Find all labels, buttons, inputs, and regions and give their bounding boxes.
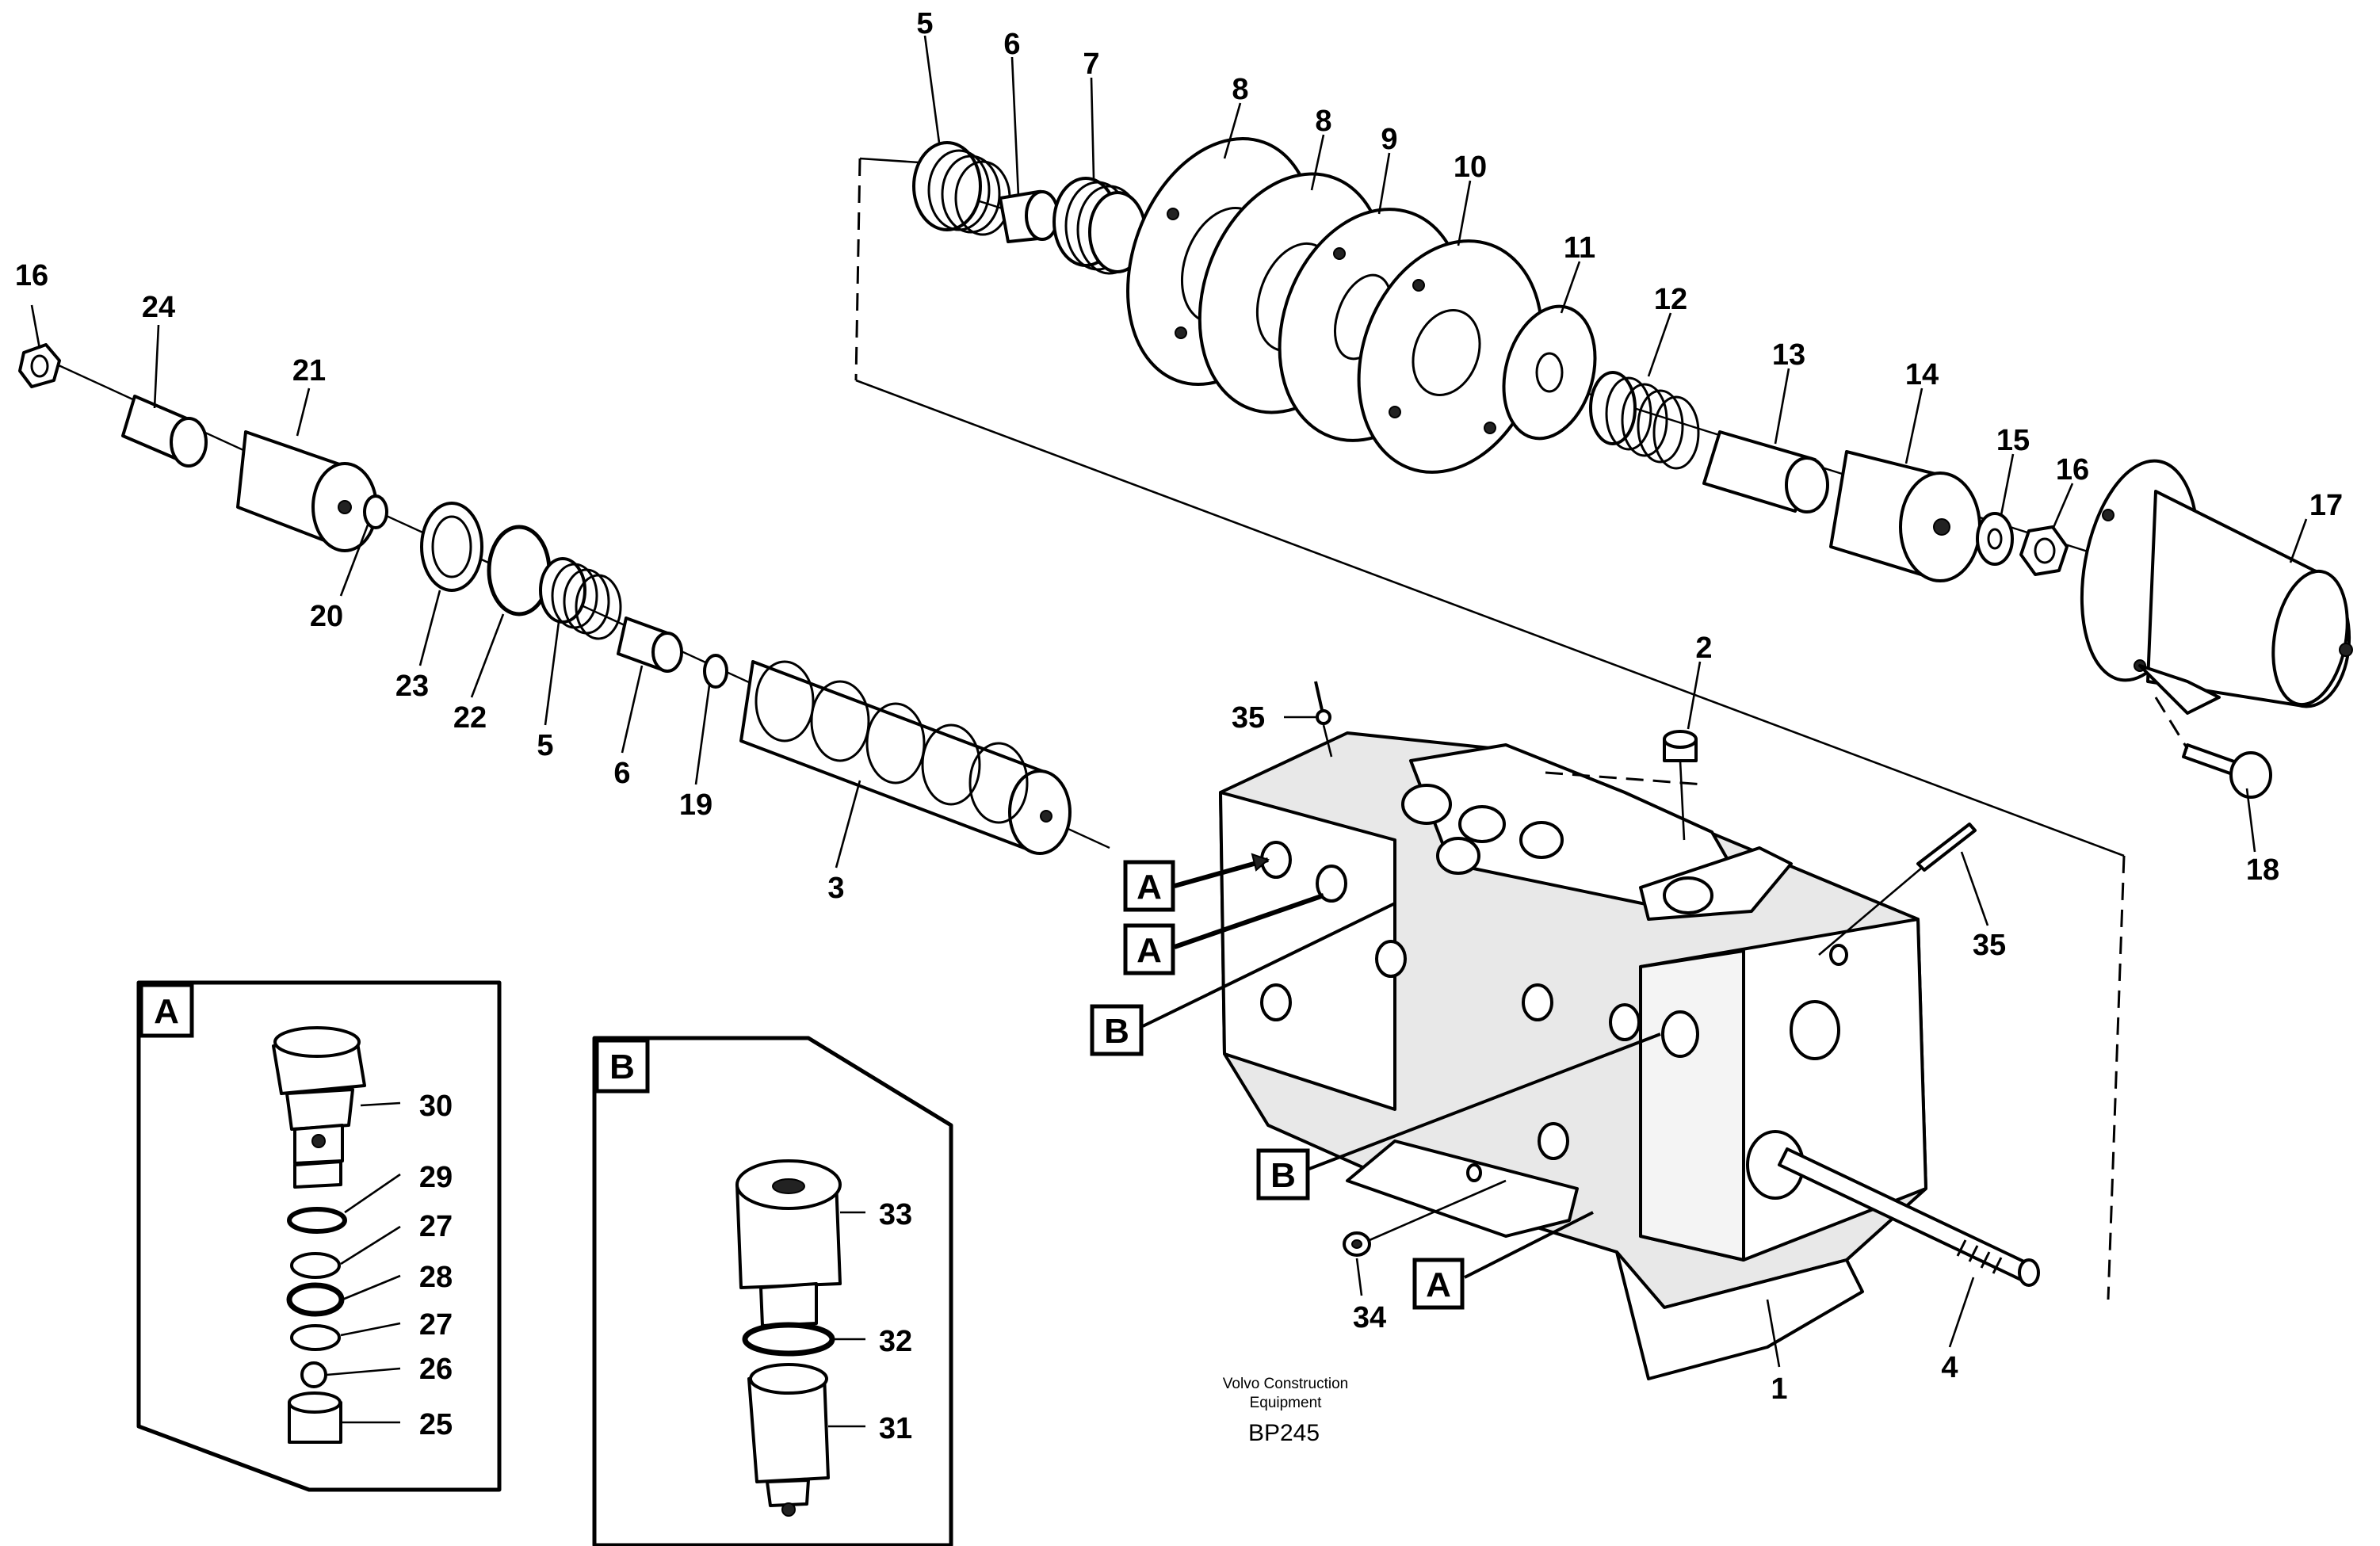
callout-27b: 27	[419, 1308, 453, 1342]
publisher-label: Volvo Construction	[1223, 1376, 1348, 1392]
callout-20: 20	[310, 600, 343, 633]
callout-10: 10	[1454, 151, 1487, 184]
cap-14	[1829, 450, 1981, 582]
callout-9: 9	[1381, 123, 1397, 156]
port-tag-b1: B	[1090, 902, 1396, 1056]
washer-15	[1976, 512, 2014, 566]
callout-3: 3	[827, 872, 844, 905]
spool-3	[739, 660, 1072, 855]
rod-4	[1778, 1147, 2040, 1287]
washer-20	[363, 494, 388, 529]
callout-32: 32	[879, 1325, 912, 1358]
callout-5-lower: 5	[537, 729, 553, 762]
spring-5-lower	[539, 557, 622, 640]
valve-housing	[1219, 731, 1927, 1380]
callout-17: 17	[2309, 489, 2343, 522]
callout-4: 4	[1941, 1351, 1958, 1384]
callout-13: 13	[1772, 338, 1805, 372]
callout-2: 2	[1695, 632, 1712, 665]
svg-text:A: A	[1426, 1265, 1451, 1304]
callout-23: 23	[395, 670, 429, 703]
callout-28: 28	[419, 1261, 453, 1294]
callout-30: 30	[419, 1090, 453, 1123]
callout-16-upper: 16	[2056, 453, 2089, 487]
ring-23	[420, 502, 483, 592]
svg-text:A: A	[1137, 931, 1162, 970]
pin-35-right	[1818, 823, 1977, 956]
callout-35-left: 35	[1232, 701, 1265, 735]
callout-8a: 8	[1232, 73, 1248, 106]
spring-12	[1589, 371, 1700, 470]
callout-16-left: 16	[15, 259, 48, 292]
callout-5-upper: 5	[916, 7, 933, 40]
detail-a-panel: A	[136, 980, 502, 1492]
svg-text:B: B	[609, 1048, 635, 1086]
plug-2	[1663, 730, 1698, 841]
washer-11	[1502, 304, 1597, 441]
svg-text:A: A	[154, 992, 179, 1031]
bolt-18	[2154, 697, 2272, 799]
callout-18: 18	[2246, 853, 2279, 887]
svg-text:B: B	[1104, 1012, 1129, 1051]
assembly-boundary-lines	[854, 157, 2126, 1300]
publisher-label-line2: Equipment	[1250, 1395, 1323, 1411]
figure-caption: Volvo Construction Equipment BP245	[1223, 1376, 1348, 1446]
callout-19: 19	[679, 788, 712, 822]
sleeve-24	[121, 395, 208, 468]
spring-5-upper	[912, 141, 1011, 236]
callout-numbers: 5 6 7 8 8 9 10 11 12 13 14 15 16 17 18 1…	[15, 7, 2343, 1445]
nut-16-left	[18, 343, 61, 388]
callout-35-right: 35	[1973, 929, 2006, 962]
sleeve-6-lower	[617, 616, 683, 673]
callout-14: 14	[1905, 358, 1939, 391]
callout-22: 22	[453, 701, 487, 735]
cover-17	[2080, 459, 2353, 715]
callout-25: 25	[419, 1408, 453, 1441]
callout-7: 7	[1083, 48, 1099, 81]
callout-1: 1	[1771, 1372, 1787, 1406]
callout-15: 15	[1996, 424, 2030, 457]
washer-19	[703, 654, 728, 689]
svg-text:B: B	[1270, 1156, 1296, 1195]
callout-leaders	[30, 35, 2308, 1368]
port-tag-a1: A	[1123, 853, 1270, 912]
callout-29: 29	[419, 1161, 453, 1194]
detail-b-panel: B	[592, 1036, 953, 1546]
callout-34: 34	[1353, 1301, 1386, 1334]
nut-16-upper	[2019, 525, 2069, 576]
callout-27a: 27	[419, 1210, 453, 1243]
callout-31: 31	[879, 1412, 912, 1445]
sleeve-6-upper	[999, 189, 1060, 243]
callout-24: 24	[142, 291, 175, 324]
port-tag-a3: A	[1412, 1211, 1594, 1310]
callout-11: 11	[1564, 231, 1595, 265]
cap-21	[236, 430, 378, 552]
sleeve-13	[1702, 430, 1829, 513]
callout-6-lower: 6	[613, 757, 630, 790]
port-tag-b2: B	[1256, 1033, 1661, 1201]
callout-12: 12	[1654, 283, 1687, 316]
callout-8b: 8	[1315, 105, 1331, 138]
figure-code: BP245	[1248, 1420, 1320, 1446]
callout-26: 26	[419, 1353, 453, 1386]
pin-35-left	[1314, 681, 1333, 758]
callout-33: 33	[879, 1198, 912, 1231]
plug-34	[1343, 1179, 1507, 1257]
svg-text:A: A	[1137, 868, 1162, 907]
callout-6-upper: 6	[1003, 28, 1020, 61]
callout-21: 21	[292, 354, 326, 387]
port-tag-a2: A	[1123, 893, 1324, 975]
